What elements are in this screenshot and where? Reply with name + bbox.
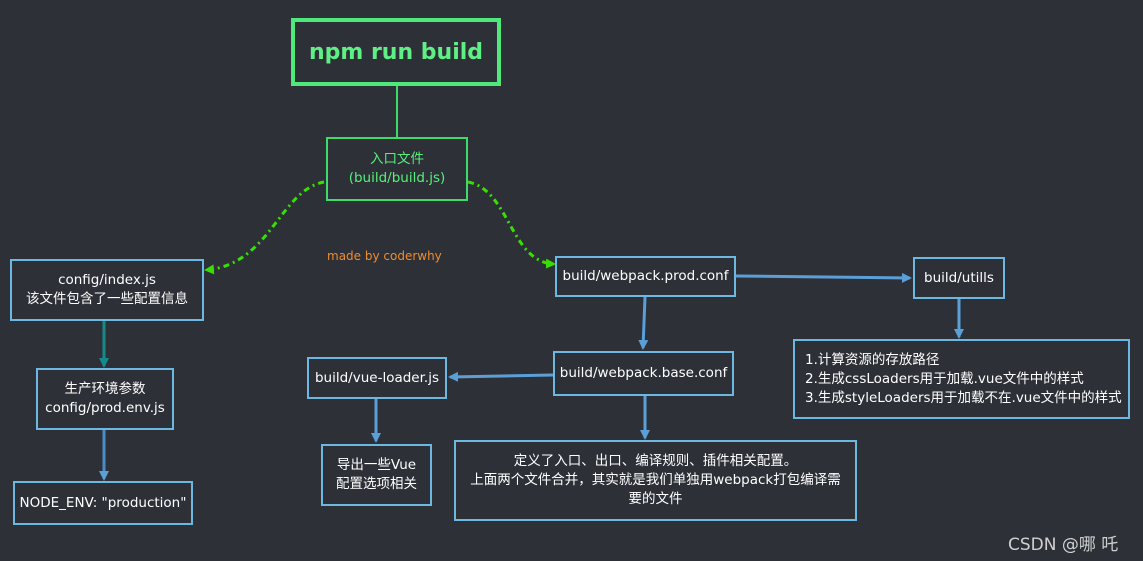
edge-entry-to-config bbox=[204, 180, 325, 275]
edge-entry-to-webpack-prod bbox=[467, 180, 556, 269]
utils-label: build/utills bbox=[924, 269, 994, 286]
webpack-prod-conf-label: build/webpack.prod.conf bbox=[562, 268, 729, 284]
author-credit: made by coderwhy bbox=[327, 249, 442, 263]
vue-loader-node: build/vue-loader.js bbox=[307, 357, 447, 399]
config-index-path: config/index.js bbox=[58, 272, 156, 288]
base-desc-line-3: 要的文件 bbox=[628, 491, 683, 507]
node-env-node: NODE_ENV: "production" bbox=[13, 481, 193, 525]
utils-desc-line-2: 2.生成cssLoaders用于加载.vue文件中的样式 bbox=[805, 370, 1084, 387]
utils-desc-line-1: 1.计算资源的存放路径 bbox=[805, 351, 940, 368]
base-desc-node: 定义了入口、出口、编译规则、插件相关配置。 上面两个文件合并，其实就是我们单独用… bbox=[454, 440, 857, 521]
edge-base-to-vueloader bbox=[448, 371, 554, 382]
base-desc-line-2: 上面两个文件合并，其实就是我们单独用webpack打包编译需 bbox=[470, 472, 841, 488]
config-index-node: config/index.js 该文件包含了一些配置信息 bbox=[10, 259, 204, 321]
utils-desc-node: 1.计算资源的存放路径 2.生成cssLoaders用于加载.vue文件中的样式… bbox=[793, 339, 1130, 419]
vue-desc-node: 导出一些Vue 配置选项相关 bbox=[321, 444, 432, 506]
csdn-watermark: CSDN @哪 吒 bbox=[1008, 535, 1119, 555]
utils-desc-line-3: 3.生成styleLoaders用于加载不在.vue文件中的样式 bbox=[805, 389, 1122, 406]
prod-env-title: 生产环境参数 bbox=[64, 381, 146, 397]
vue-loader-label: build/vue-loader.js bbox=[314, 369, 439, 386]
vue-desc-line-1: 导出一些Vue bbox=[336, 457, 417, 473]
utils-node: build/utills bbox=[913, 257, 1005, 299]
prod-env-node: 生产环境参数 config/prod.env.js bbox=[36, 368, 174, 430]
config-index-desc: 该文件包含了一些配置信息 bbox=[26, 291, 188, 307]
entry-file-node: 入口文件 (build/build.js) bbox=[326, 137, 468, 201]
edge-prod-to-base bbox=[638, 296, 649, 350]
webpack-prod-conf-node: build/webpack.prod.conf bbox=[555, 256, 736, 297]
webpack-base-conf-label: build/webpack.base.conf bbox=[559, 365, 728, 381]
entry-file-label: 入口文件 bbox=[370, 151, 424, 167]
npm-run-build-title: npm run build bbox=[291, 18, 501, 86]
node-env-value: NODE_ENV: "production" bbox=[19, 494, 187, 511]
edge-prod-to-utils bbox=[735, 272, 912, 283]
vue-desc-line-2: 配置选项相关 bbox=[336, 476, 417, 492]
webpack-base-conf-node: build/webpack.base.conf bbox=[553, 351, 734, 396]
base-desc-line-1: 定义了入口、出口、编译规则、插件相关配置。 bbox=[513, 453, 798, 469]
prod-env-path: config/prod.env.js bbox=[45, 400, 165, 416]
entry-file-path: (build/build.js) bbox=[348, 170, 446, 186]
